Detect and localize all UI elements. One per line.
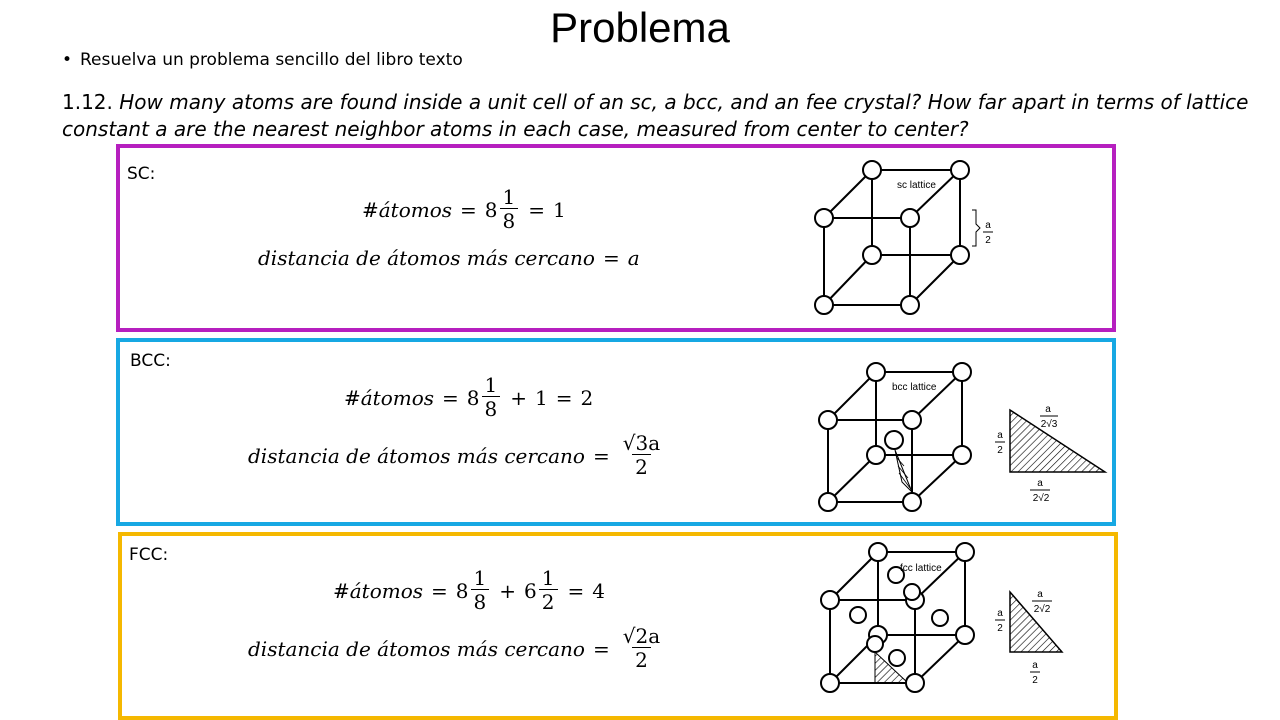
- fcc-section-box: [118, 532, 1118, 720]
- bcc-tri-left-num: a: [997, 430, 1003, 441]
- bullet-dot-icon: •: [62, 50, 73, 70]
- page-title: Problema: [550, 4, 730, 51]
- fcc-tri-bottom-num: a: [1032, 660, 1038, 671]
- fcc-atoms-lhs: #átomos: [333, 578, 424, 603]
- sc-distance-equation: distancia de átomos más cercano = a: [258, 246, 640, 270]
- fcc-lattice-figure: fcc lattice a 2√2 a 2 a 2: [820, 542, 1064, 693]
- sc-atoms-result: 1: [553, 197, 566, 222]
- bcc-tri-hyp-num: a: [1045, 404, 1051, 415]
- fcc-atoms-coef1: 8: [455, 578, 469, 603]
- sc-atoms-coef: 8: [484, 197, 498, 222]
- bcc-label: BCC:: [130, 351, 171, 371]
- sc-atoms-lhs: #átomos: [362, 197, 453, 222]
- problem-number: 1.12.: [62, 90, 113, 114]
- fcc-tri-left-den: 2: [997, 623, 1003, 634]
- bcc-atoms-coef: 8: [466, 385, 480, 410]
- sc-section-box: [116, 144, 1116, 332]
- bcc-tri-left-den: 2: [997, 445, 1003, 456]
- sc-lattice-figure: sc lattice a 2: [814, 160, 993, 315]
- bcc-tri-bottom-den: 2√2: [1033, 492, 1050, 504]
- fcc-distance-lhs: distancia de átomos más cercano: [248, 636, 585, 661]
- sc-dim-den: 2: [985, 235, 991, 246]
- sc-figure-caption: sc lattice: [897, 180, 936, 191]
- problem-text: How many atoms are found inside a unit c…: [62, 90, 1249, 141]
- fcc-tri-left-num: a: [997, 608, 1003, 619]
- bcc-atoms-lhs: #átomos: [344, 385, 435, 410]
- fcc-tri-bottom-den: 2: [1032, 675, 1038, 686]
- fcc-figure-caption: fcc lattice: [900, 563, 942, 574]
- bcc-atoms-plus: 1: [535, 385, 548, 410]
- problem-statement: 1.12. How many atoms are found inside a …: [62, 89, 1277, 143]
- bcc-distance-lhs: distancia de átomos más cercano: [248, 443, 585, 468]
- fcc-atoms-result: 4: [592, 578, 605, 603]
- sc-distance-lhs: distancia de átomos más cercano: [258, 246, 595, 270]
- sc-label: SC:: [127, 164, 156, 184]
- bcc-tri-hyp-den: 2√3: [1041, 418, 1058, 430]
- bcc-atoms-result: 2: [580, 385, 594, 410]
- bullet-item: • Resuelva un problema sencillo del libro…: [62, 50, 463, 70]
- fcc-tri-hyp-den: 2√2: [1034, 603, 1051, 615]
- bcc-tri-bottom-num: a: [1037, 478, 1043, 489]
- fcc-tri-hyp-num: a: [1037, 589, 1043, 600]
- sc-distance-result: a: [627, 246, 640, 270]
- bcc-section-box: [116, 338, 1116, 526]
- bullet-text: Resuelva un problema sencillo del libro …: [80, 50, 463, 70]
- fcc-atoms-coef2: 6: [524, 578, 537, 603]
- sc-dim-num: a: [985, 220, 991, 231]
- fcc-label: FCC:: [129, 545, 169, 565]
- bcc-figure-caption: bcc lattice: [892, 382, 937, 393]
- bcc-lattice-figure: bcc lattice a 2√3 a 2 a 2√2: [818, 362, 1108, 512]
